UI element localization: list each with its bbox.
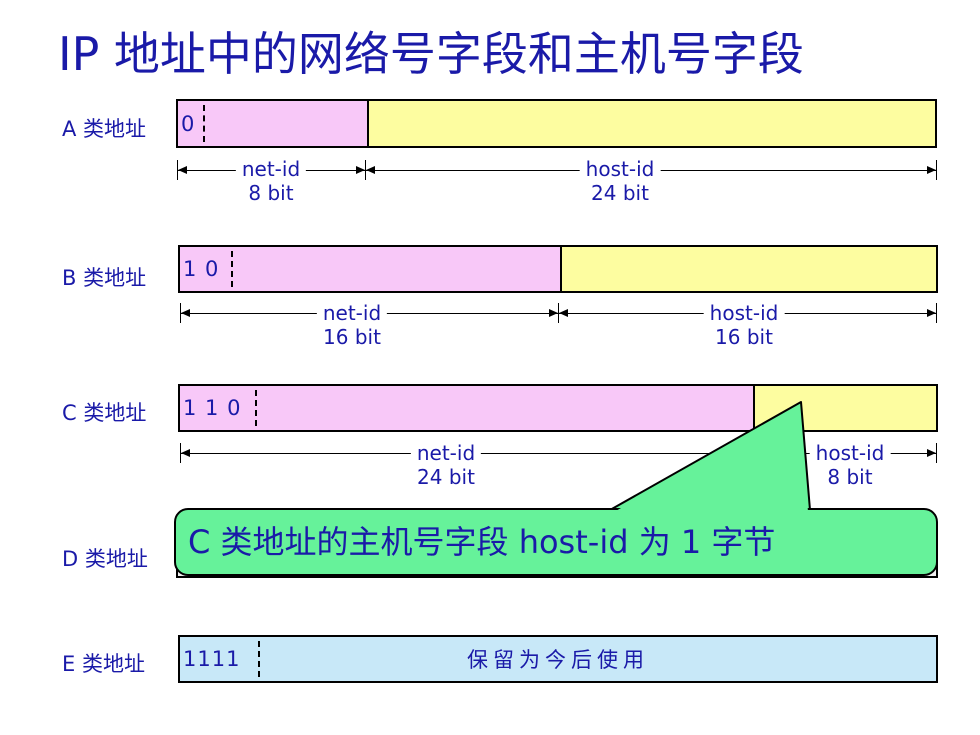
class-a-host-field [367,101,935,146]
class-c-net-field: 1 1 0 [180,386,753,430]
class-a-net-field: 0 [178,101,367,146]
class-b-label: B 类地址 [62,266,147,290]
class-a-prefix: 0 [181,111,196,136]
callout-text: C 类地址的主机号字段 host-id 为 1 字节 [188,523,776,561]
class-e-prefix-divider [258,641,260,677]
class-d-label: D 类地址 [62,547,148,571]
class-b-bar: 1 0 [178,245,938,293]
class-b-net-field: 1 0 [180,247,560,291]
class-e-label: E 类地址 [62,652,145,676]
class-e-bar: 1111 保留为今后使用 [178,635,938,683]
class-b-host-field [560,247,936,291]
class-b-prefix: 1 0 [183,257,220,281]
class-e-field: 1111 保留为今后使用 [180,637,936,681]
class-e-prefix: 1111 [183,647,241,671]
class-a-prefix-divider [203,105,205,142]
class-e-reserved-text: 保留为今后使用 [467,648,649,672]
class-a-label: A 类地址 [62,117,147,141]
class-c-prefix: 1 1 0 [183,396,242,420]
class-c-label: C 类地址 [62,401,147,425]
class-a-bar: 0 [176,99,937,148]
page-title: IP 地址中的网络号字段和主机号字段 [58,27,804,81]
class-c-prefix-divider [255,390,257,426]
callout-box [174,508,938,576]
class-b-prefix-divider [231,251,233,287]
